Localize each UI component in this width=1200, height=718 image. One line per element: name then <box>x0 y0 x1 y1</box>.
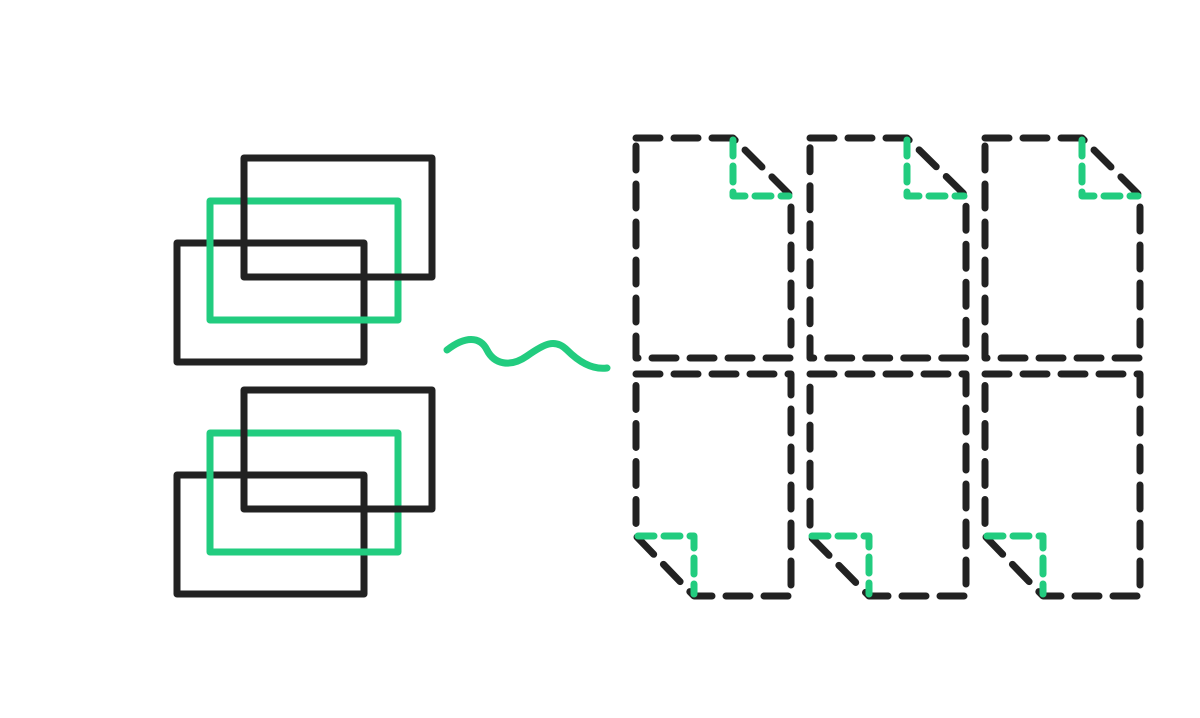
document-page-bottom-3 <box>981 370 1144 600</box>
window-back <box>173 239 368 366</box>
dashed-document-icon <box>806 134 970 362</box>
window-middle <box>206 197 402 324</box>
dashed-document-icon <box>981 134 1144 362</box>
window-middle <box>206 429 402 556</box>
window-front <box>240 154 436 281</box>
page-fold-icon <box>1078 136 1142 200</box>
document-page-top-1 <box>632 134 795 362</box>
window-stack-bottom <box>173 386 436 598</box>
page-fold-icon <box>729 136 793 200</box>
page-fold-icon <box>634 532 698 598</box>
dashed-document-icon <box>632 370 795 600</box>
wave-icon <box>443 336 611 372</box>
document-page-top-3 <box>981 134 1144 362</box>
dashed-document-icon <box>806 370 970 600</box>
window-back <box>173 471 368 598</box>
window-stack-top <box>173 154 436 366</box>
document-page-bottom-2 <box>806 370 970 600</box>
dashed-document-icon <box>981 370 1144 600</box>
page-fold-icon <box>983 532 1047 598</box>
page-fold-icon <box>808 532 873 598</box>
dashed-document-icon <box>632 134 795 362</box>
document-page-top-2 <box>806 134 970 362</box>
window-front <box>240 386 436 513</box>
document-page-bottom-1 <box>632 370 795 600</box>
page-fold-icon <box>903 136 968 200</box>
